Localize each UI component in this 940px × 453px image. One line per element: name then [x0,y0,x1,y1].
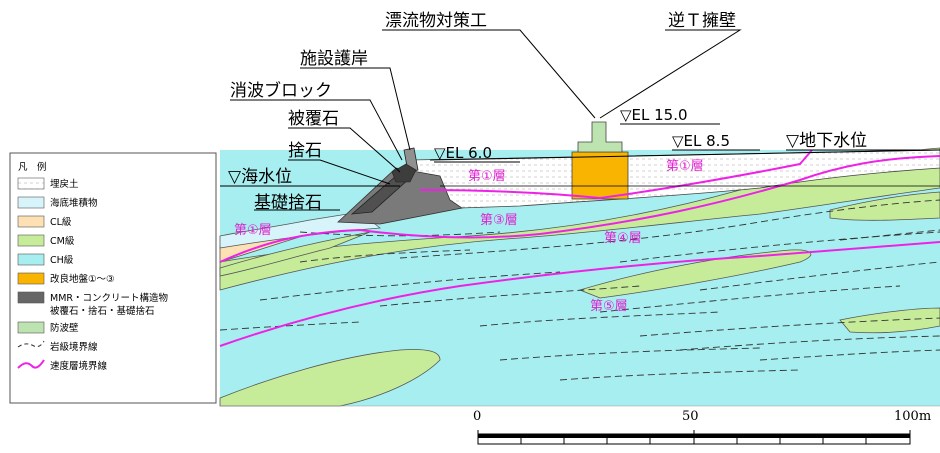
svg-text:被覆石・捨石・基礎捨石: 被覆石・捨石・基礎捨石 [50,305,155,317]
scale-label-0: 0 [473,409,481,424]
ground-improvement [571,151,629,200]
label-rubble: 捨石 [288,141,322,161]
callout-labels: 漂流物対策工 逆Ｔ擁壁 施設護岸 消波ブロック 被覆石 捨石 基礎捨石 ▽海水位… [228,11,867,213]
label-layer3: 第③層 [480,213,518,228]
label-el-6: ▽EL 6.0 [434,144,492,162]
label-groundwater: ▽地下水位 [786,131,867,151]
scale-bar-ticks [477,430,911,444]
wave-block [391,163,417,183]
legend-item-velocity-boundary: 速度層境界線 [17,359,108,372]
svg-text:CH級: CH級 [50,254,74,266]
callout-leaders [230,29,920,211]
svg-text:CL級: CL級 [50,216,72,228]
svg-text:CM級: CM級 [50,235,75,247]
legend: 凡 例 埋戻土 海底堆積物 CL級 CM級 CH級 改良地盤①～③ MMR・コン… [9,152,217,404]
legend-item-backfill: 埋戻土 [17,177,79,190]
legend-item-seabed: 海底堆積物 [17,196,98,209]
svg-text:防波壁: 防波壁 [50,322,79,334]
legend-item-seawall: 防波壁 [17,321,79,334]
svg-text:海底堆積物: 海底堆積物 [50,197,98,209]
label-base-rubble: 基礎捨石 [254,193,322,213]
label-armor-stone: 被覆石 [288,109,339,129]
cm-class-lower-right-lens [839,307,940,334]
inverted-t-wall [577,121,623,153]
legend-item-ch: CH級 [17,253,74,266]
label-inverted-t-wall: 逆Ｔ擁壁 [668,11,736,31]
label-facility-revetment: 施設護岸 [300,49,368,69]
svg-text:改良地盤①～③: 改良地盤①～③ [50,273,115,285]
ground-surface-line [429,149,940,161]
cm-class-bottom-left-lens [219,349,441,407]
legend-item-structures: MMR・コンクリート構造物 被覆石・捨石・基礎捨石 [17,291,168,317]
section-body [219,121,940,407]
legend-frame [9,152,217,404]
svg-text:岩級境界線: 岩級境界線 [50,341,98,353]
velocity-layer-boundaries [219,149,940,347]
label-layer1-left: 第①層 [234,223,272,238]
label-el-15: ▽EL 15.0 [620,106,688,124]
scale-label-100: 100m [894,409,931,424]
legend-item-rock-boundary: 岩級境界線 [17,340,98,353]
svg-text:MMR・コンクリート構造物: MMR・コンクリート構造物 [50,292,168,304]
cm-class-right-patch [829,191,940,221]
legend-item-cm: CM級 [17,234,75,247]
label-layer4: 第④層 [604,231,642,246]
label-el-8-5: ▽EL 8.5 [672,132,730,150]
legend-item-cl: CL級 [17,215,72,228]
svg-text:埋戻土: 埋戻土 [50,178,79,190]
scale-bar: 0 50 100m [473,409,931,445]
label-layer5: 第⑤層 [590,299,628,314]
svg-text:速度層境界線: 速度層境界線 [50,360,108,372]
label-wave-block: 消波ブロック [230,80,332,101]
label-sea-level: ▽海水位 [228,167,292,187]
layer-labels: 第①層 第①層 第①層 第③層 第④層 第⑤層 [234,159,704,314]
scale-label-50: 50 [682,409,699,424]
label-layer1-top: 第①層 [468,169,506,184]
label-layer1-right: 第①層 [666,159,704,174]
legend-item-ground-improvement: 改良地盤①～③ [17,272,115,285]
legend-title: 凡 例 [18,161,47,173]
label-drift-countermeasure: 漂流物対策工 [385,11,487,31]
rock-class-boundaries [219,199,940,381]
